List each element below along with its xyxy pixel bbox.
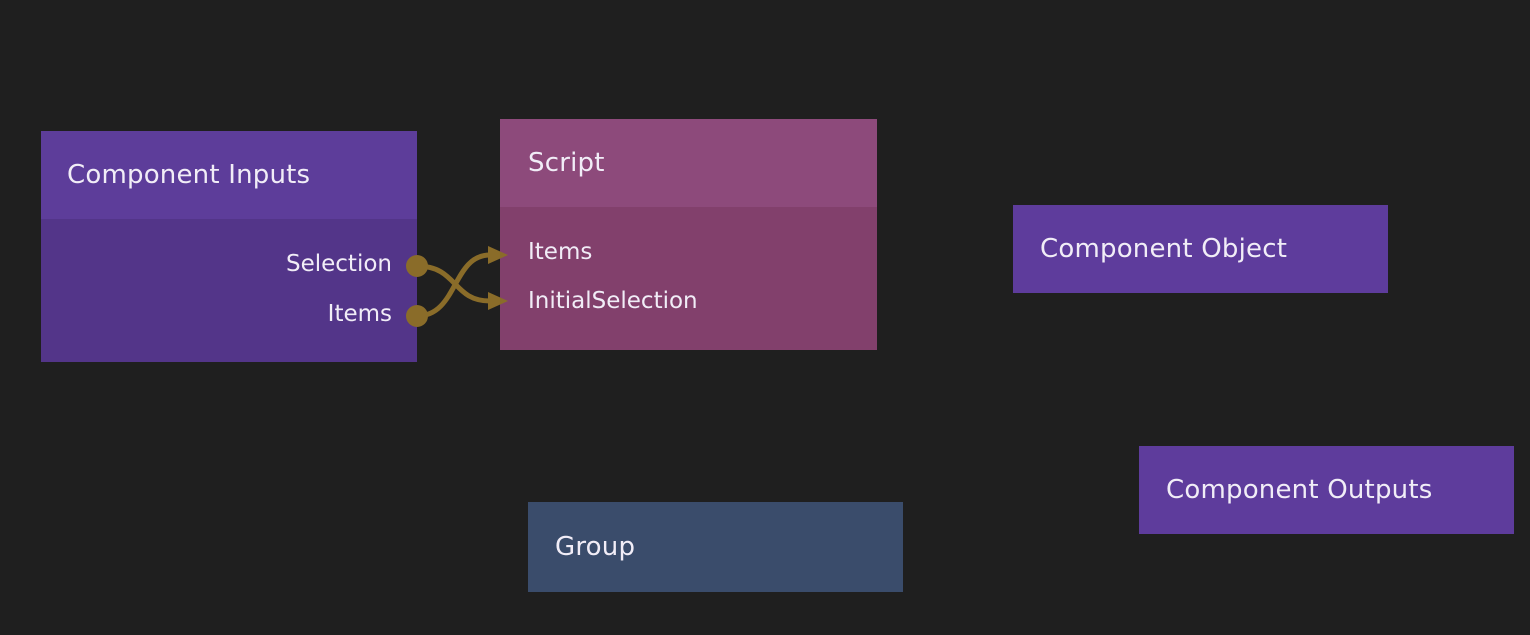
node-title: Script [528, 148, 605, 178]
node-component-inputs[interactable]: Component Inputs Selection Items [41, 131, 417, 362]
input-port-initialselection[interactable]: InitialSelection [500, 276, 877, 325]
input-arrow-initialselection[interactable] [488, 292, 508, 310]
node-component-inputs-header[interactable]: Component Inputs [41, 131, 417, 219]
node-title: Component Object [1040, 234, 1288, 264]
output-dot-items[interactable] [406, 305, 428, 327]
wire-items-to-items[interactable] [414, 252, 493, 319]
input-port-items[interactable]: Items [500, 227, 877, 276]
node-component-inputs-body: Selection Items [41, 219, 417, 362]
node-title: Group [555, 532, 636, 562]
port-label: Items [528, 238, 593, 265]
input-arrow-items[interactable] [488, 246, 508, 264]
node-group[interactable]: Group [528, 502, 903, 592]
node-title: Component Outputs [1166, 475, 1433, 505]
port-label: Items [327, 301, 392, 327]
port-label: Selection [286, 251, 392, 277]
node-script[interactable]: Script Items InitialSelection [500, 119, 877, 350]
node-component-outputs[interactable]: Component Outputs [1139, 446, 1514, 534]
node-script-header[interactable]: Script [500, 119, 877, 207]
output-dot-selection[interactable] [406, 255, 428, 277]
output-port-selection[interactable]: Selection [41, 239, 417, 289]
output-port-items[interactable]: Items [41, 289, 417, 339]
port-label: InitialSelection [528, 287, 698, 314]
node-component-object[interactable]: Component Object [1013, 205, 1388, 293]
node-script-body: Items InitialSelection [500, 207, 877, 350]
node-title: Component Inputs [67, 160, 311, 190]
